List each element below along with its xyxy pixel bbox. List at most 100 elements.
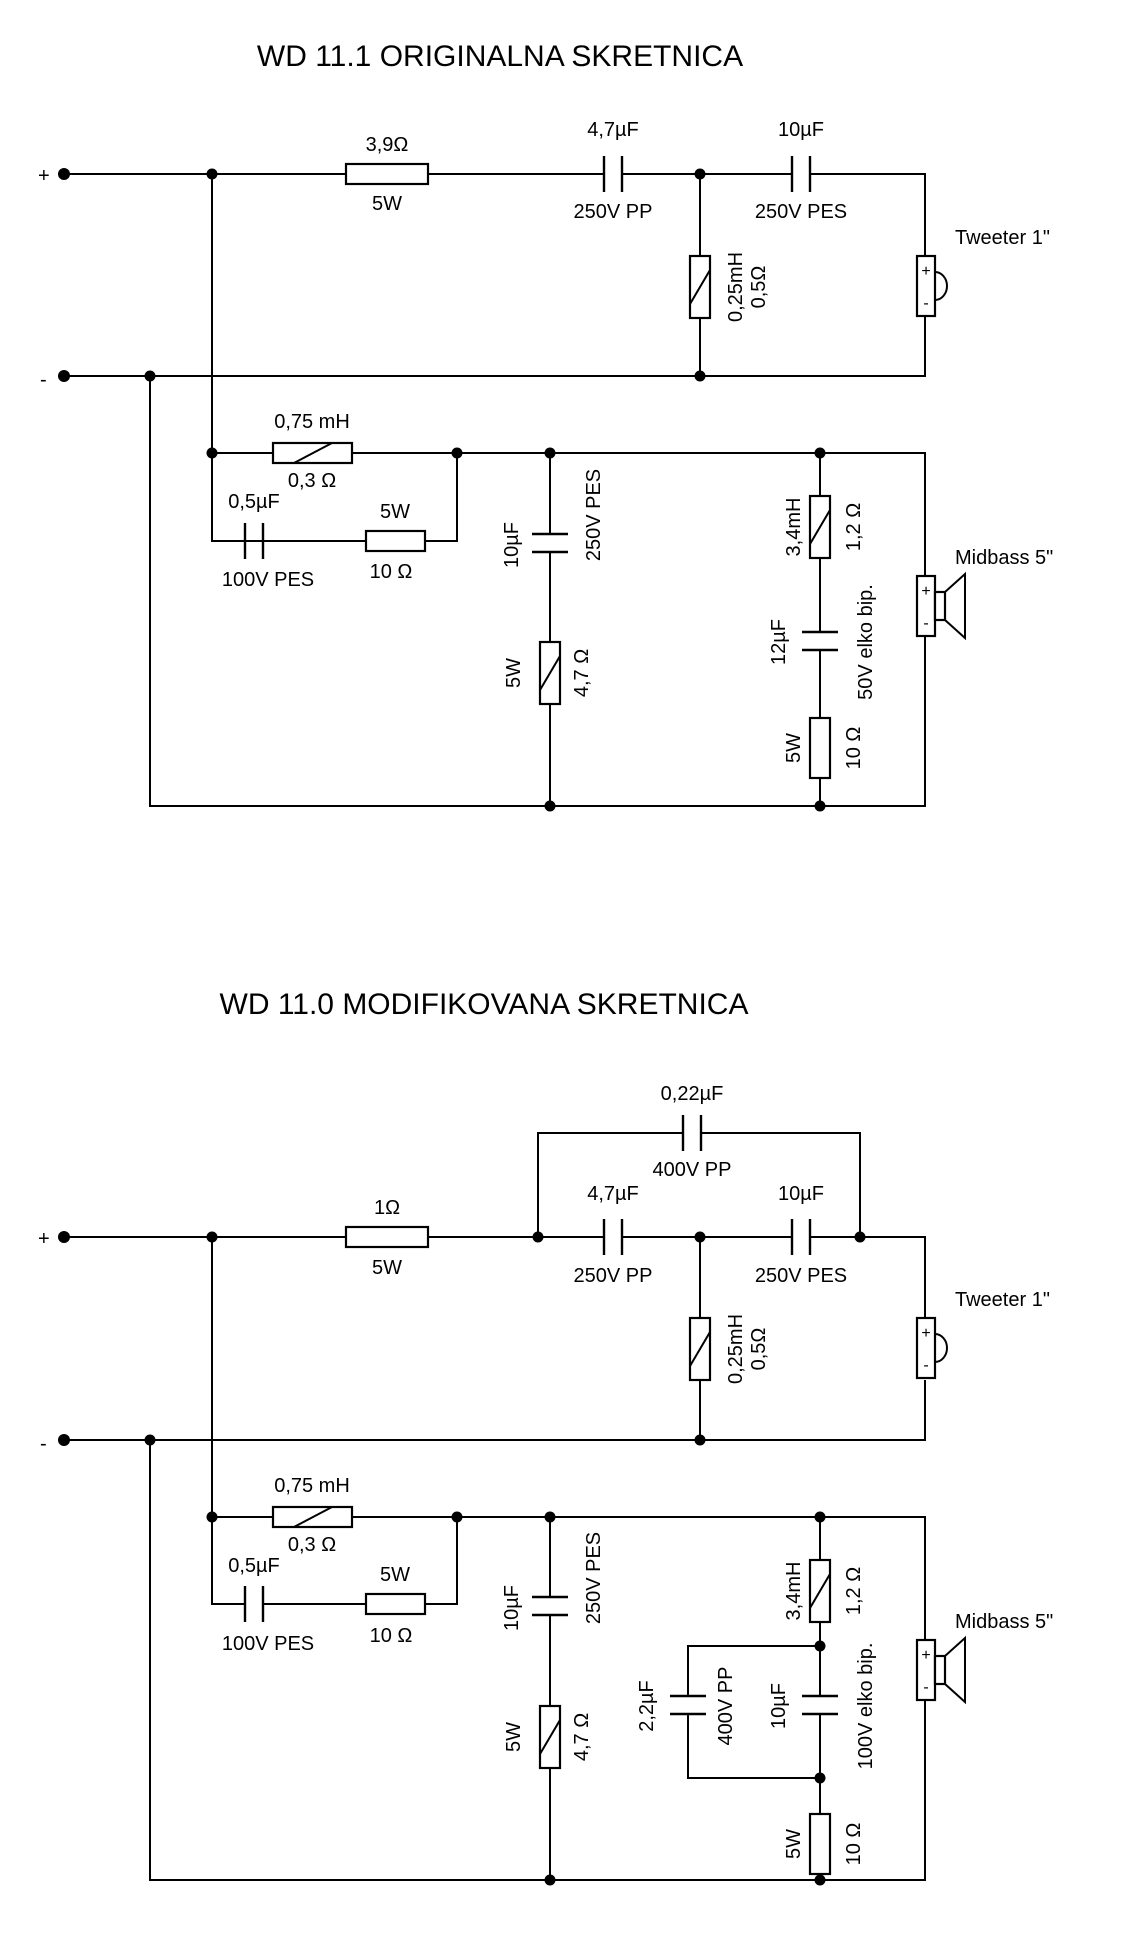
midbass-label: Midbass 5" (955, 547, 1053, 569)
tweeter-capacitor-2-type: 250V PES (755, 1265, 847, 1287)
notch-resistor-value: 10 Ω (843, 1823, 865, 1866)
tweeter-label: Tweeter 1" (955, 227, 1050, 249)
tweeter-branch-wiring (64, 173, 926, 377)
series-resistor-power: 5W (372, 193, 402, 215)
notch-capacitor: 12µF 50V elko bip. (768, 584, 877, 700)
tweeter-capacitor-1: 4,7µF 250V PP (574, 1183, 653, 1287)
notch-parallel-capacitor: 2,2µF 400V PP (636, 1667, 737, 1746)
tweeter-speaker: + - Tweeter 1" (915, 227, 1050, 318)
shunt-resistor-value: 4,7 Ω (571, 1713, 593, 1761)
notch-capacitor-type: 50V elko bip. (855, 584, 877, 700)
notch-capacitor-value: 10µF (768, 1683, 790, 1729)
notch-resistor: 5W 10 Ω (783, 1812, 865, 1876)
midbass-inductor: 0,75 mH 0,3 Ω (271, 1475, 354, 1556)
tweeter-minus-mark: - (923, 1357, 928, 1374)
midbass-parallel-capacitor-value: 0,5µF (228, 491, 280, 513)
notch-resistor-power: 5W (783, 733, 805, 763)
midbass-minus-mark: - (923, 1679, 928, 1696)
midbass-parallel-resistor: 5W 10 Ω (364, 501, 427, 583)
midbass-parallel-resistor: 5W 10 Ω (364, 1564, 427, 1647)
series-resistor-power: 5W (372, 1257, 402, 1279)
shunt-resistor-power: 5W (503, 1722, 525, 1752)
midbass-parallel-capacitor: 0,5µF 100V PES (222, 491, 314, 591)
midbass-parallel-resistor-value: 10 Ω (370, 561, 413, 583)
bypass-capacitor: 0,22µF 400V PP (653, 1083, 732, 1181)
midbass-plus-mark: + (921, 1647, 930, 1664)
tweeter-capacitor-1-type: 250V PP (574, 201, 653, 223)
notch-inductor-value: 3,4mH (783, 498, 805, 557)
circuit-modified-title: WD 11.0 MODIFIKOVANA SKRETNICA (220, 988, 749, 1021)
tweeter-inductor-value: 0,25mH (725, 252, 747, 322)
midbass-plus-mark: + (921, 583, 930, 600)
circuit-original: WD 11.1 ORIGINALNA SKRETNICA + - 3,9Ω 5W… (38, 40, 1053, 812)
tweeter-plus-mark: + (921, 263, 930, 280)
tweeter-minus-mark: - (923, 295, 928, 312)
series-resistor-value: 3,9Ω (366, 134, 409, 156)
shunt-resistor: 5W 4,7 Ω (503, 1704, 593, 1770)
notch-parallel-capacitor-type: 400V PP (715, 1667, 737, 1746)
midbass-parallel-resistor-power: 5W (380, 1564, 410, 1586)
shunt-capacitor-value: 10µF (501, 522, 523, 568)
series-resistor-value: 1Ω (374, 1197, 400, 1219)
notch-inductor: 3,4mH 1,2 Ω (783, 494, 865, 560)
tweeter-capacitor-2: 10µF 250V PES (755, 1183, 847, 1287)
notch-resistor-power: 5W (783, 1829, 805, 1859)
tweeter-speaker: + - Tweeter 1" (915, 1289, 1050, 1380)
shunt-capacitor-value: 10µF (501, 1585, 523, 1631)
tweeter-inductor: 0,25mH 0,5Ω (688, 252, 770, 322)
tweeter-inductor: 0,25mH 0,5Ω (688, 1314, 770, 1384)
midbass-inductor-resistance: 0,3 Ω (288, 1534, 336, 1556)
notch-resistor-value: 10 Ω (843, 727, 865, 770)
midbass-minus-mark: - (923, 615, 928, 632)
tweeter-capacitor-1-type: 250V PP (574, 1265, 653, 1287)
shunt-resistor: 5W 4,7 Ω (503, 640, 593, 706)
shunt-capacitor: 10µF 250V PES (501, 1532, 605, 1631)
tweeter-capacitor-2: 10µF 250V PES (755, 119, 847, 223)
midbass-inductor-value: 0,75 mH (274, 411, 350, 433)
midbass-speaker: + - Midbass 5" (915, 547, 1053, 641)
series-resistor: 3,9Ω 5W (344, 134, 430, 215)
shunt-resistor-power: 5W (503, 658, 525, 688)
notch-capacitor-value: 12µF (768, 619, 790, 665)
tweeter-capacitor-2-type: 250V PES (755, 201, 847, 223)
series-resistor: 1Ω 5W (344, 1197, 430, 1279)
tweeter-capacitor-1: 4,7µF 250V PP (574, 119, 653, 223)
midbass-parallel-resistor-power: 5W (380, 501, 410, 523)
midbass-label: Midbass 5" (955, 1611, 1053, 1633)
tweeter-capacitor-1-value: 4,7µF (587, 1183, 639, 1205)
midbass-branch-wiring (149, 174, 926, 807)
tweeter-capacitor-1-value: 4,7µF (587, 119, 639, 141)
notch-capacitor: 10µF 100V elko bip. (768, 1643, 877, 1770)
tweeter-plus-mark: + (921, 1325, 930, 1342)
midbass-parallel-resistor-value: 10 Ω (370, 1625, 413, 1647)
shunt-capacitor-type: 250V PES (583, 1532, 605, 1624)
tweeter-branch-wiring (64, 1132, 926, 1441)
notch-inductor-value: 3,4mH (783, 1562, 805, 1621)
tweeter-inductor-value: 0,25mH (725, 1314, 747, 1384)
plus-terminal-label: + (38, 165, 50, 187)
circuit-modified: WD 11.0 MODIFIKOVANA SKRETNICA + - 0,22µ… (38, 988, 1053, 1886)
tweeter-inductor-resistance: 0,5Ω (748, 266, 770, 309)
midbass-branch-wiring (149, 1237, 926, 1881)
minus-terminal-label: - (40, 1433, 47, 1455)
tweeter-capacitor-2-value: 10µF (778, 119, 824, 141)
tweeter-inductor-resistance: 0,5Ω (748, 1328, 770, 1371)
midbass-parallel-capacitor: 0,5µF 100V PES (222, 1555, 314, 1655)
junction-dots (58, 1231, 866, 1886)
notch-parallel-capacitor-value: 2,2µF (636, 1680, 658, 1732)
midbass-parallel-capacitor-type: 100V PES (222, 1633, 314, 1655)
notch-capacitor-type: 100V elko bip. (855, 1643, 877, 1770)
notch-resistor: 5W 10 Ω (783, 716, 865, 780)
notch-inductor-resistance: 1,2 Ω (843, 1567, 865, 1615)
notch-inductor-resistance: 1,2 Ω (843, 503, 865, 551)
midbass-inductor-resistance: 0,3 Ω (288, 470, 336, 492)
junction-dots (58, 168, 826, 812)
shunt-resistor-value: 4,7 Ω (571, 649, 593, 697)
minus-terminal-label: - (40, 369, 47, 391)
shunt-capacitor: 10µF 250V PES (501, 469, 605, 568)
bypass-capacitor-type: 400V PP (653, 1159, 732, 1181)
tweeter-capacitor-2-value: 10µF (778, 1183, 824, 1205)
midbass-inductor: 0,75 mH 0,3 Ω (271, 411, 354, 492)
